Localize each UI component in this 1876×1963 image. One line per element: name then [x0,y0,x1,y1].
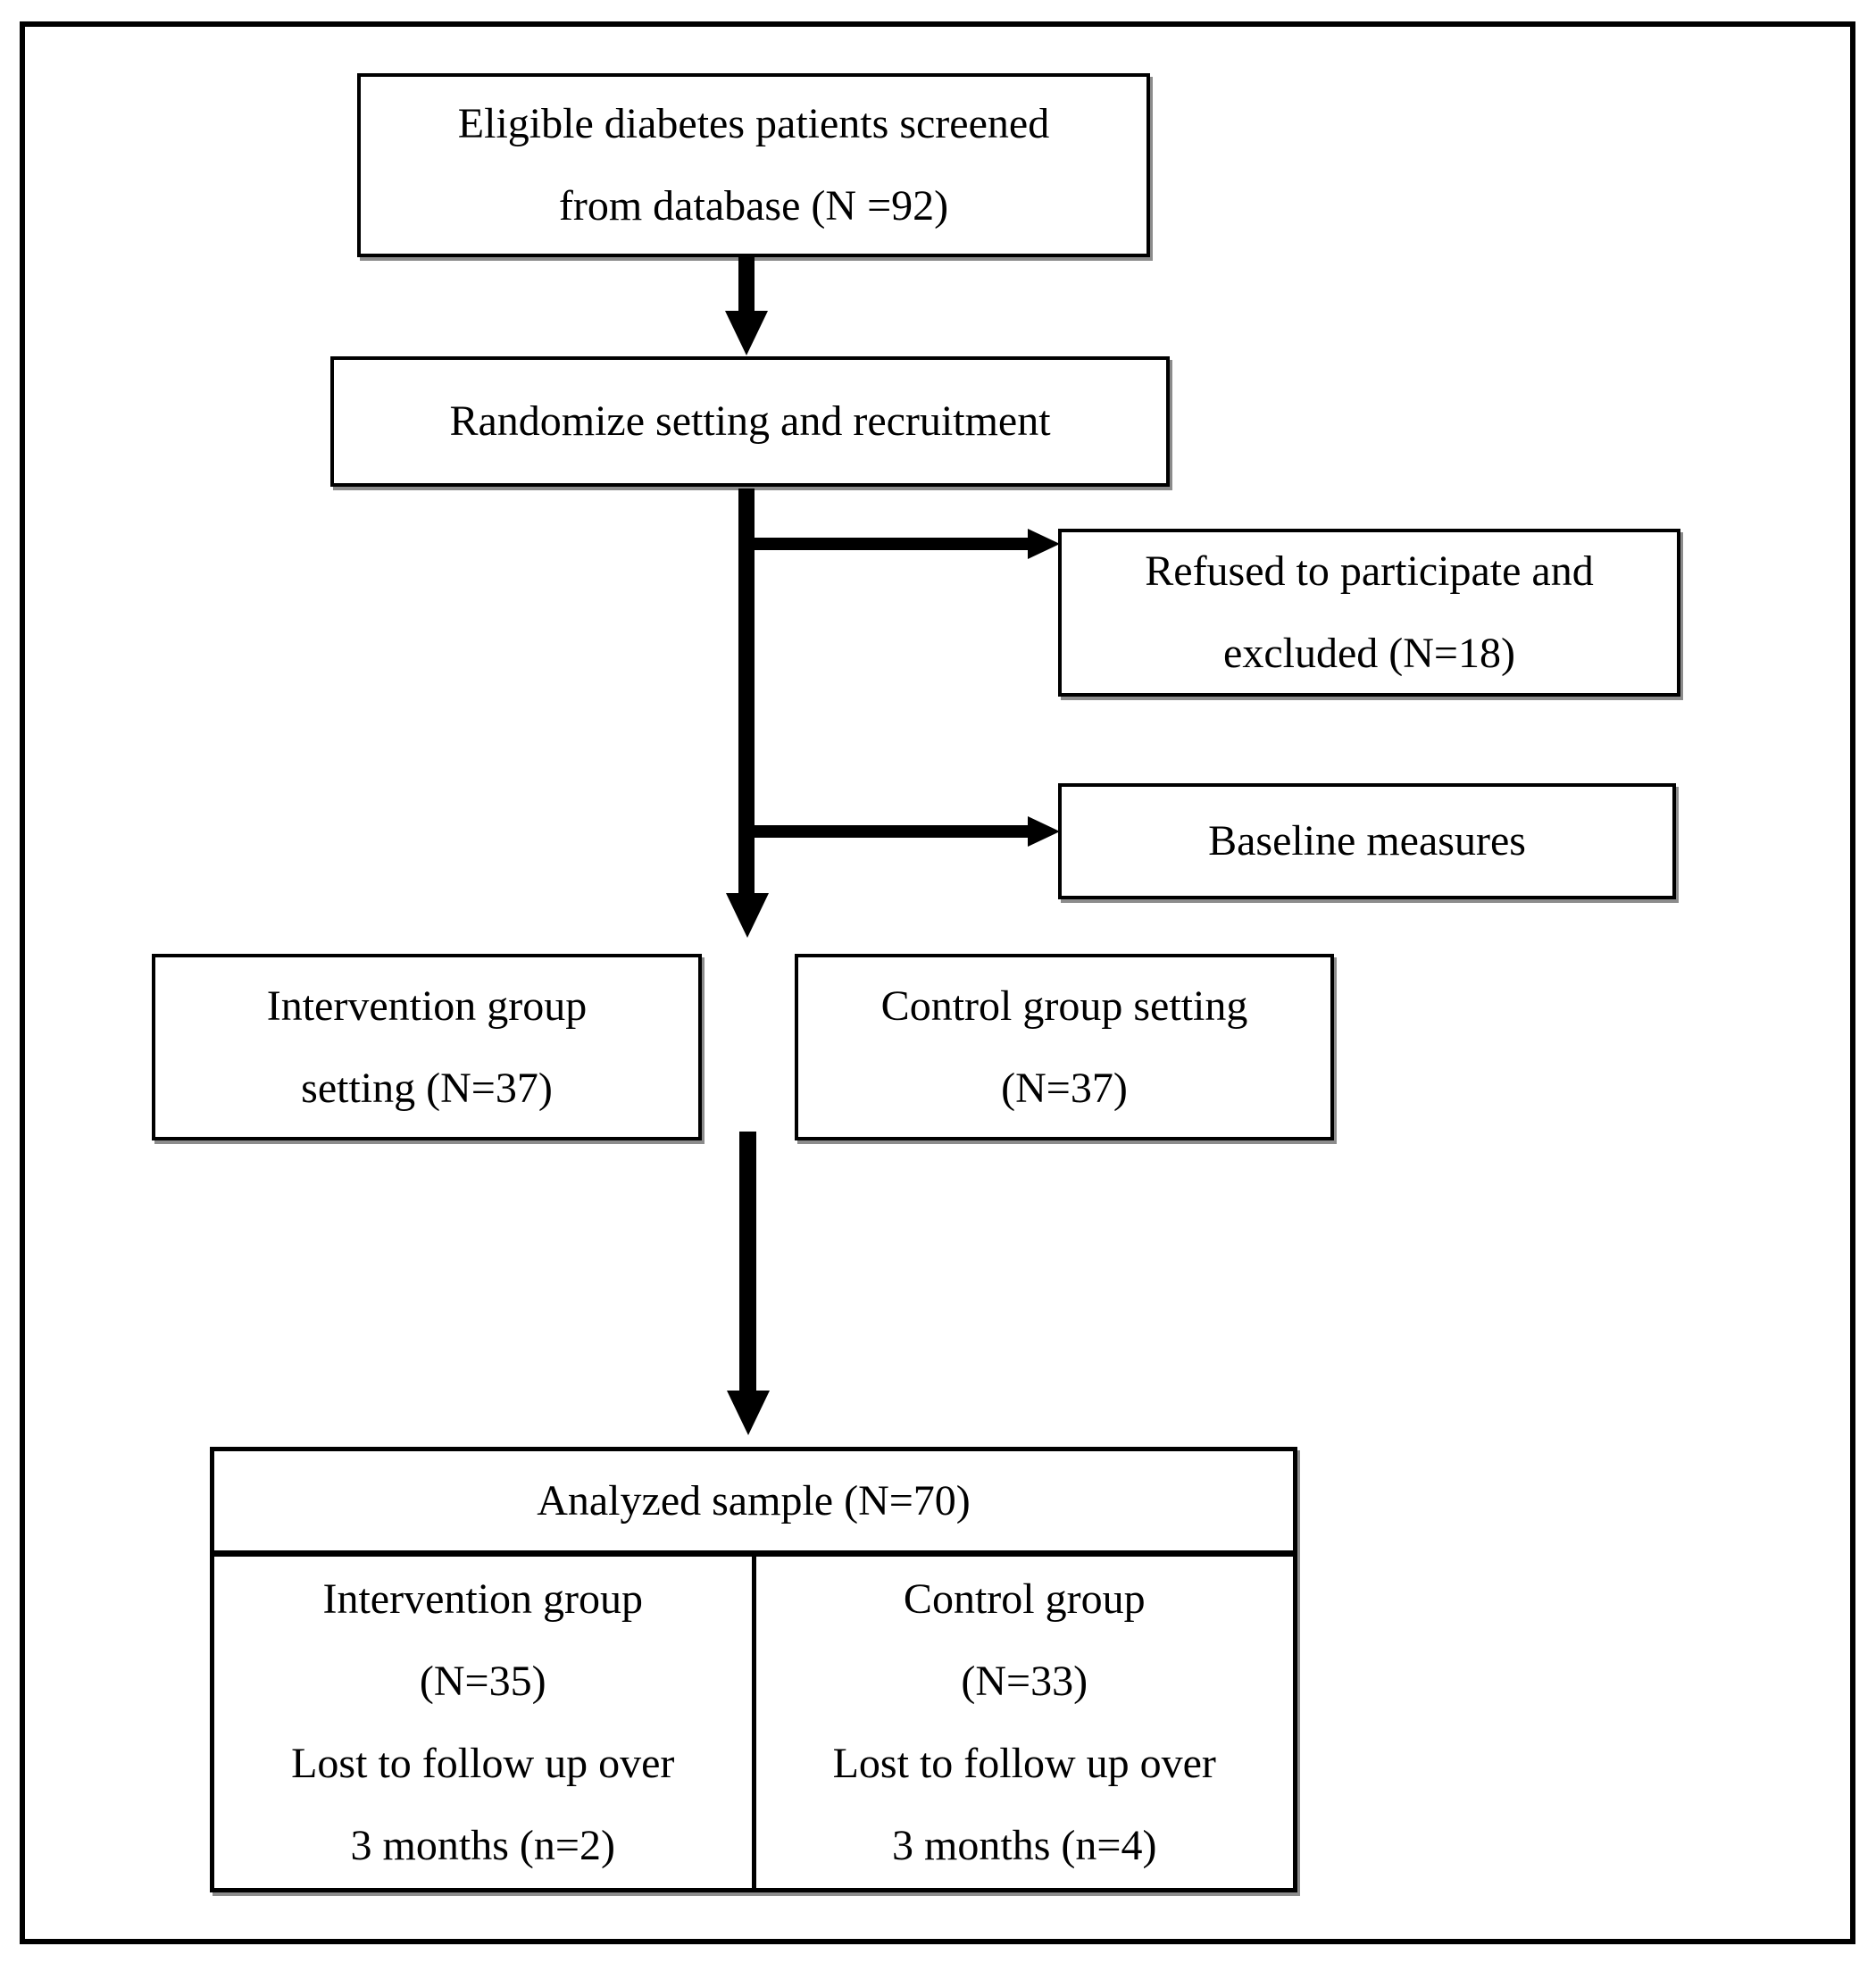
analyzed-intervention-cell: Intervention group (N=35) Lost to follow… [214,1557,756,1888]
node-text-line: Control group setting [880,982,1248,1030]
arrow-screened-to-randomize-head-icon [725,311,768,355]
arrow-randomize-to-settings-head-icon [726,893,769,938]
arrow-branch-baseline-head-icon [1028,816,1060,847]
node-text-line: Baseline measures [1208,817,1526,865]
cell-text-line: (N=33) [961,1657,1088,1705]
node-text-line: from database (N =92) [558,182,949,230]
node-text-line: Eligible diabetes patients screened [457,100,1050,147]
node-text-line: excluded (N=18) [1223,630,1515,677]
node-baseline-measures: Baseline measures [1058,783,1676,899]
arrow-branch-refused-stem [748,538,1030,550]
analyzed-sample-table: Analyzed sample (N=70) Intervention grou… [210,1447,1297,1892]
node-text-line: Refused to participate and [1145,547,1594,595]
arrow-randomize-to-settings-stem [738,489,755,895]
node-text-line: setting (N=37) [301,1064,553,1112]
diagram-border-frame [20,21,1855,1944]
cell-text-line: Lost to follow up over [832,1739,1216,1787]
arrow-screened-to-randomize-stem [738,257,755,313]
analyzed-sample-header: Analyzed sample (N=70) [214,1451,1293,1557]
arrow-settings-to-analyzed-stem [739,1132,756,1392]
cell-text-line: 3 months (n=4) [892,1821,1157,1869]
analyzed-control-cell: Control group (N=33) Lost to follow up o… [756,1557,1294,1888]
node-text-line: (N=37) [1001,1064,1128,1112]
node-control-setting: Control group setting (N=37) [795,954,1334,1140]
node-text-line: Intervention group [266,982,588,1030]
cell-text-line: 3 months (n=2) [350,1821,615,1869]
node-randomize: Randomize setting and recruitment [330,356,1170,487]
arrow-settings-to-analyzed-head-icon [727,1391,770,1435]
node-intervention-setting: Intervention group setting (N=37) [152,954,702,1140]
analyzed-sample-body: Intervention group (N=35) Lost to follow… [214,1557,1293,1888]
node-refused-excluded: Refused to participate and excluded (N=1… [1058,529,1680,697]
analyzed-header-text: Analyzed sample (N=70) [537,1476,971,1524]
cell-text-line: (N=35) [419,1657,546,1705]
arrow-branch-refused-head-icon [1028,529,1060,559]
arrow-branch-baseline-stem [748,825,1030,838]
cell-text-line: Intervention group [322,1575,644,1623]
cell-text-line: Lost to follow up over [291,1739,675,1787]
node-eligible-screened: Eligible diabetes patients screened from… [357,73,1150,257]
node-text-line: Randomize setting and recruitment [449,397,1051,445]
cell-text-line: Control group [903,1575,1146,1623]
